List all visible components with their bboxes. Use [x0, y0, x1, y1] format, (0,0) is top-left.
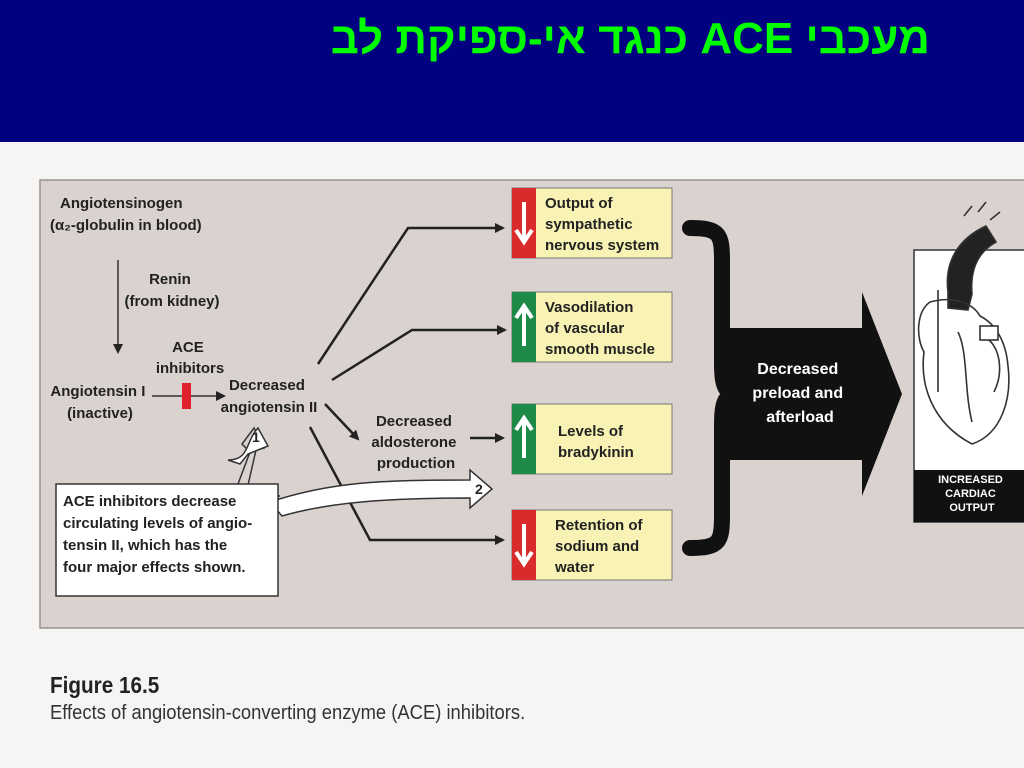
- branch-arrow-retention: [308, 426, 505, 545]
- heart-label: INCREASED CARDIAC OUTPUT: [938, 474, 1006, 514]
- branch-arrow-sympathetic: [316, 223, 505, 365]
- svg-text:Retention of sodium and: Retention of sodium and water: [554, 517, 647, 576]
- heart-panel: INCREASED CARDIAC OUTPUT: [913, 201, 1024, 523]
- svg-text:Levels of bradykinin: Levels of bradykinin: [558, 423, 634, 461]
- callout-number-1: 1: [252, 429, 260, 445]
- callout-text: ACE inhibitors decrease circulating leve…: [63, 493, 256, 576]
- svg-text:Vasodilation of vascular: Vasodilation of vascular smooth muscle: [545, 299, 655, 358]
- heart-label-box: [914, 470, 1024, 522]
- effect-sympathetic: Output of sympathetic nervous system: [511, 187, 673, 259]
- angiotensinogen-label: Angiotensinogen (α₂-globulin in blood): [50, 195, 202, 234]
- callout-arrow-1: [58, 426, 281, 497]
- effect-bradykinin: Levels of bradykinin: [511, 403, 673, 475]
- slide-header: מעכבי ACE כנגד אי-ספיקת לב: [0, 0, 1024, 142]
- heart-icon: [917, 201, 1010, 445]
- branch-arrow-vasodilation: [331, 325, 507, 382]
- inhibition-block-icon: [182, 383, 191, 409]
- callout-arrow-1-head: [227, 426, 270, 465]
- callout-number-2: 2: [475, 481, 483, 497]
- callout-arrow-2: [268, 468, 494, 517]
- svg-text:Output of sympathetic: Output of sympathetic nervous system: [545, 195, 659, 254]
- slide-title: מעכבי ACE כנגד אי-ספיקת לב: [330, 14, 930, 63]
- figure-label: Figure 16.5: [50, 672, 160, 698]
- renin-label: Renin (from kidney): [124, 271, 219, 310]
- effect-vasodilation: Vasodilation of vascular smooth muscle: [511, 291, 673, 363]
- callout-box: [55, 483, 279, 597]
- branch-arrow-aldosterone: [324, 403, 360, 441]
- decreased-angiotensin-ii-label: Decreased angiotensin II: [221, 377, 318, 416]
- ace-inhibitors-label: ACE inhibitors: [156, 339, 224, 377]
- decreased-aldosterone-label: Decreased aldosterone production: [371, 413, 460, 472]
- angiotensin-i-label: Angiotensin I (inactive): [50, 383, 149, 422]
- figure-caption: Effects of angiotensin-converting enzyme…: [50, 702, 526, 724]
- effect-retention: Retention of sodium and water: [511, 509, 673, 581]
- ace-inhibitor-diagram: Angiotensinogen (α₂-globulin in blood) R…: [39, 179, 1024, 629]
- result-arrow-label: Decreased preload and afterload: [752, 361, 847, 426]
- result-arrow: [728, 292, 902, 496]
